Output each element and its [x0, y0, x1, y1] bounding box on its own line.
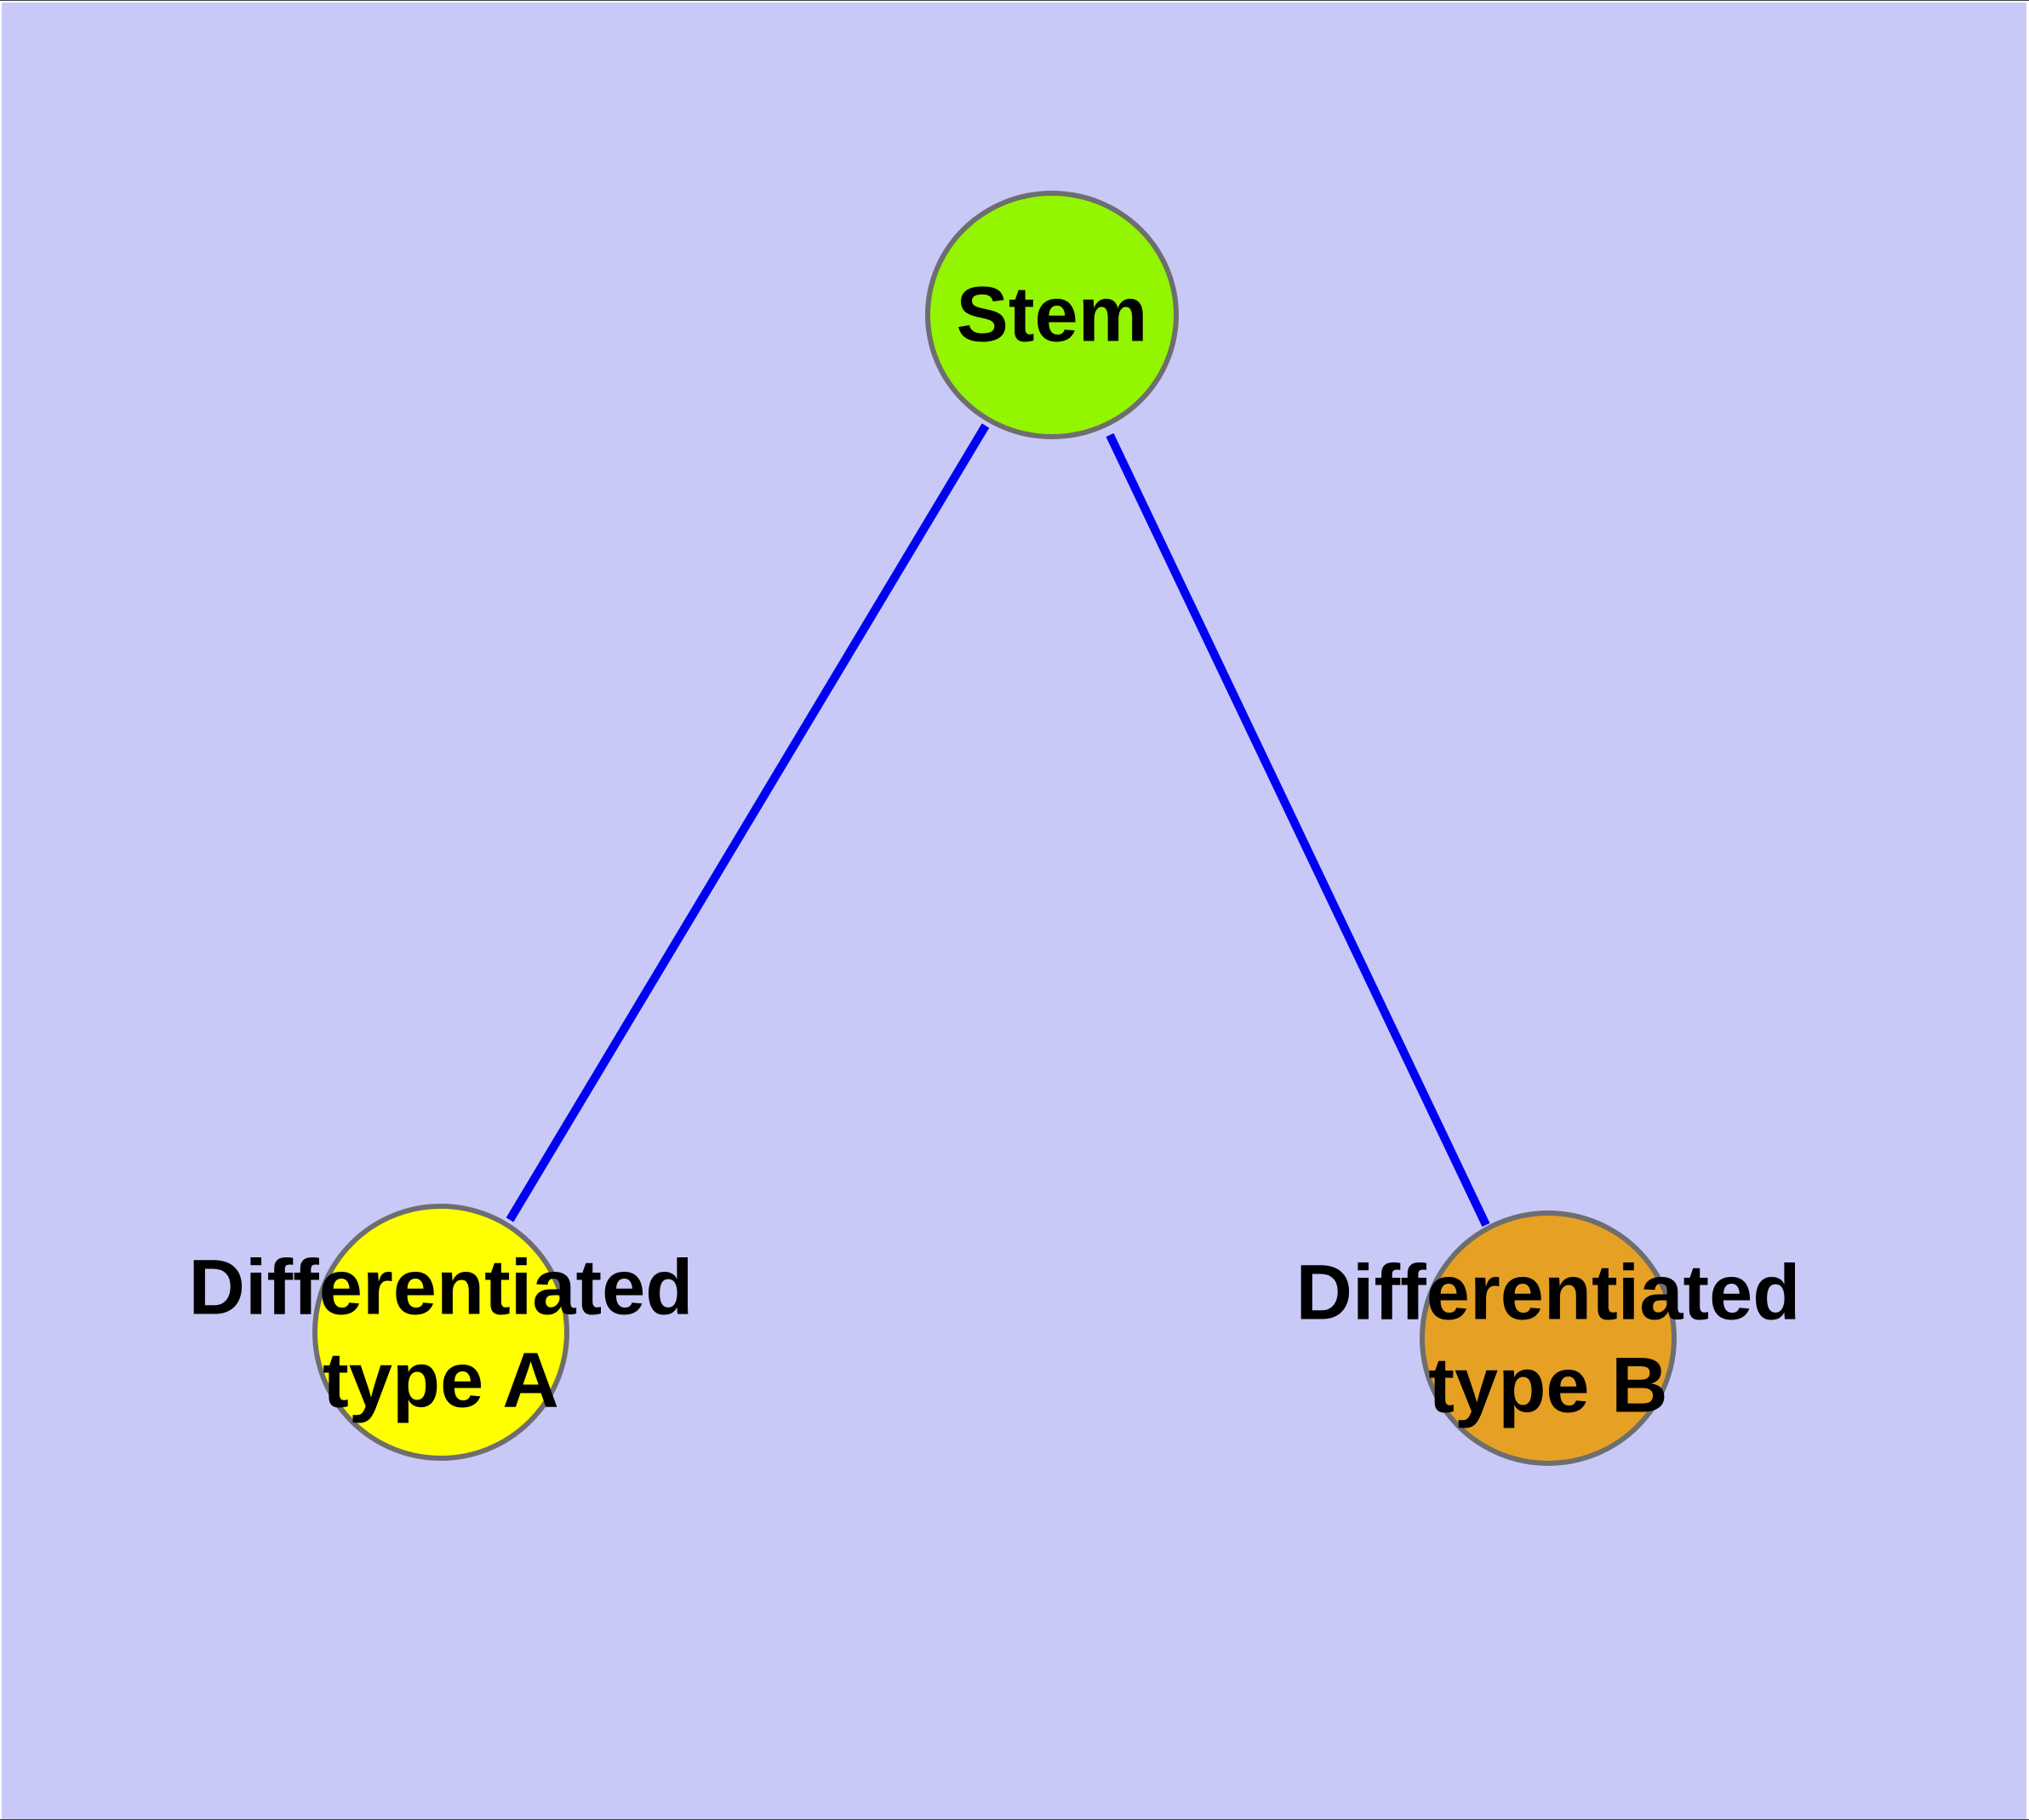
node-label-line-2: type A — [323, 1336, 559, 1423]
node-label-line-1: Differentiated — [1295, 1249, 1801, 1336]
edge-stem-to-type-a — [506, 423, 990, 1222]
node-stem — [925, 191, 1179, 439]
node-label-line-2: type B — [1428, 1342, 1668, 1428]
edge-stem-to-type-b — [1106, 432, 1490, 1228]
node-differentiated-type-a-label: Differentiated type A — [189, 1241, 694, 1426]
node-differentiated-type-b — [1420, 1210, 1677, 1466]
node-stem-label: Stem — [957, 269, 1148, 362]
node-differentiated-type-b-label: Differentiated type B — [1296, 1246, 1801, 1431]
node-differentiated-type-a — [312, 1204, 569, 1461]
node-stem-label-line: Stem — [956, 271, 1148, 358]
node-label-line-1: Differentiated — [188, 1244, 694, 1331]
